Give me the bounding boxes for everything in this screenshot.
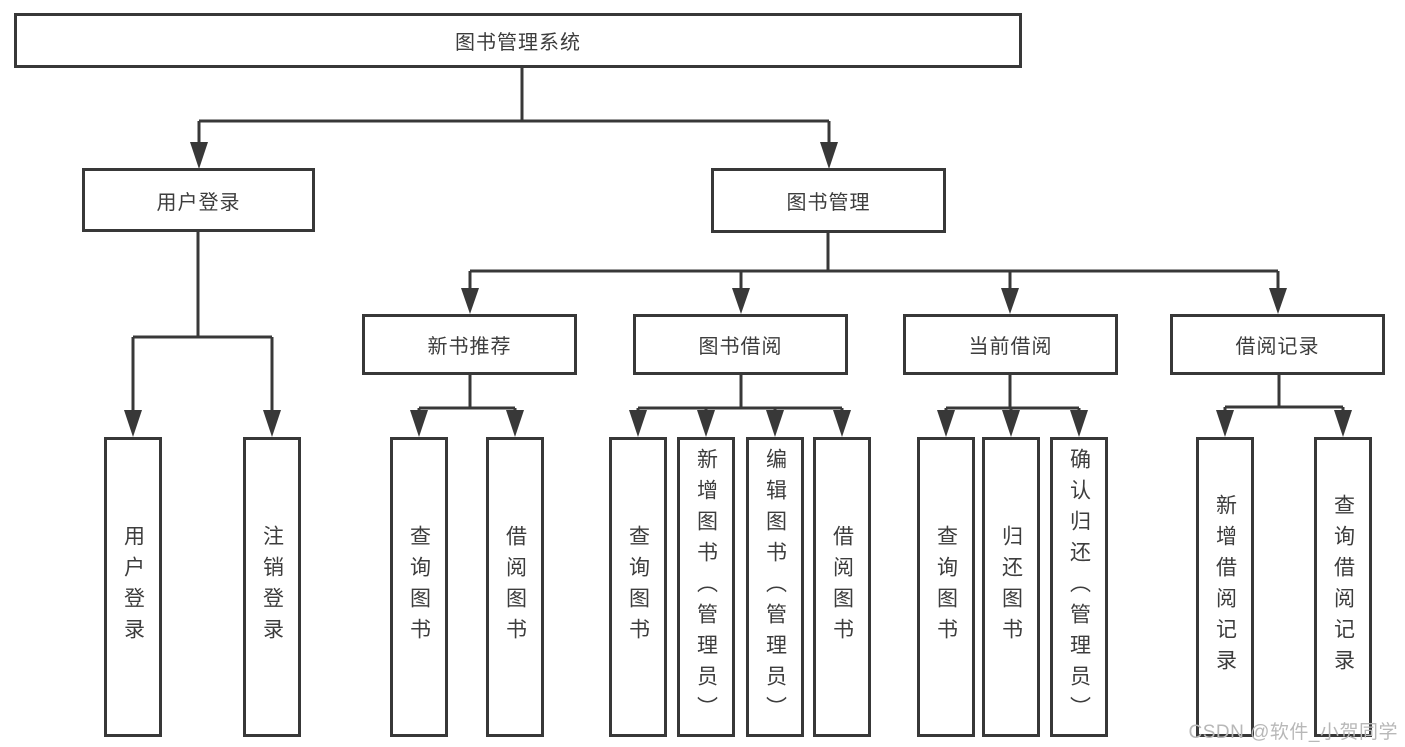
- node-label: 图书借阅: [698, 336, 783, 358]
- node-label: 注销登录: [260, 525, 284, 649]
- node-label: 查询图书: [626, 525, 650, 649]
- node-new-book-recommend: 新书推荐: [362, 314, 577, 375]
- node-label: 图书管理: [786, 192, 871, 214]
- node-label: 借阅图书: [830, 525, 854, 649]
- node-book-borrow: 图书借阅: [633, 314, 848, 375]
- node-label: 用户登录: [121, 525, 145, 649]
- node-label: 用户登录: [156, 191, 241, 214]
- leaf-recommend-query-books: 查询图书: [390, 437, 448, 737]
- node-book-management: 图书管理: [711, 168, 946, 233]
- node-label: 查询借阅记录: [1331, 494, 1355, 680]
- node-label: 新书推荐: [427, 336, 512, 358]
- node-current-borrow: 当前借阅: [903, 314, 1118, 375]
- leaf-recommend-borrow-books: 借阅图书: [486, 437, 544, 737]
- node-root-system: 图书管理系统: [14, 13, 1022, 68]
- leaf-records-add-borrow-record: 新增借阅记录: [1196, 437, 1254, 737]
- leaf-current-query-books: 查询图书: [917, 437, 975, 737]
- leaf-current-return-books: 归还图书: [982, 437, 1040, 737]
- leaf-user-login: 用户登录: [104, 437, 162, 737]
- leaf-borrow-edit-books-admin: 编辑图书（管理员）: [746, 437, 804, 737]
- csdn-watermark: CSDN @软件_小贺同学: [1188, 722, 1398, 743]
- leaf-records-query-borrow-record: 查询借阅记录: [1314, 437, 1372, 737]
- node-label: 归还图书: [999, 525, 1023, 649]
- node-label: 新增借阅记录: [1213, 494, 1237, 680]
- leaf-borrow-borrow-books: 借阅图书: [813, 437, 871, 737]
- node-label: 借阅记录: [1235, 336, 1320, 358]
- node-label: 查询图书: [407, 525, 431, 649]
- leaf-logout: 注销登录: [243, 437, 301, 737]
- node-label: 查询图书: [934, 525, 958, 649]
- leaf-current-confirm-return-admin: 确认归还（管理员）: [1050, 437, 1108, 737]
- leaf-borrow-add-books-admin: 新增图书（管理员）: [677, 437, 735, 737]
- node-label: 确认归还（管理员）: [1067, 447, 1091, 727]
- node-label: 新增图书（管理员）: [694, 447, 718, 727]
- node-label: 图书管理系统: [455, 32, 581, 54]
- node-label: 借阅图书: [503, 525, 527, 649]
- node-user-login: 用户登录: [82, 168, 315, 232]
- node-borrow-records: 借阅记录: [1170, 314, 1385, 375]
- node-label: 当前借阅: [968, 336, 1053, 358]
- leaf-borrow-query-books: 查询图书: [609, 437, 667, 737]
- node-label: 编辑图书（管理员）: [763, 447, 787, 727]
